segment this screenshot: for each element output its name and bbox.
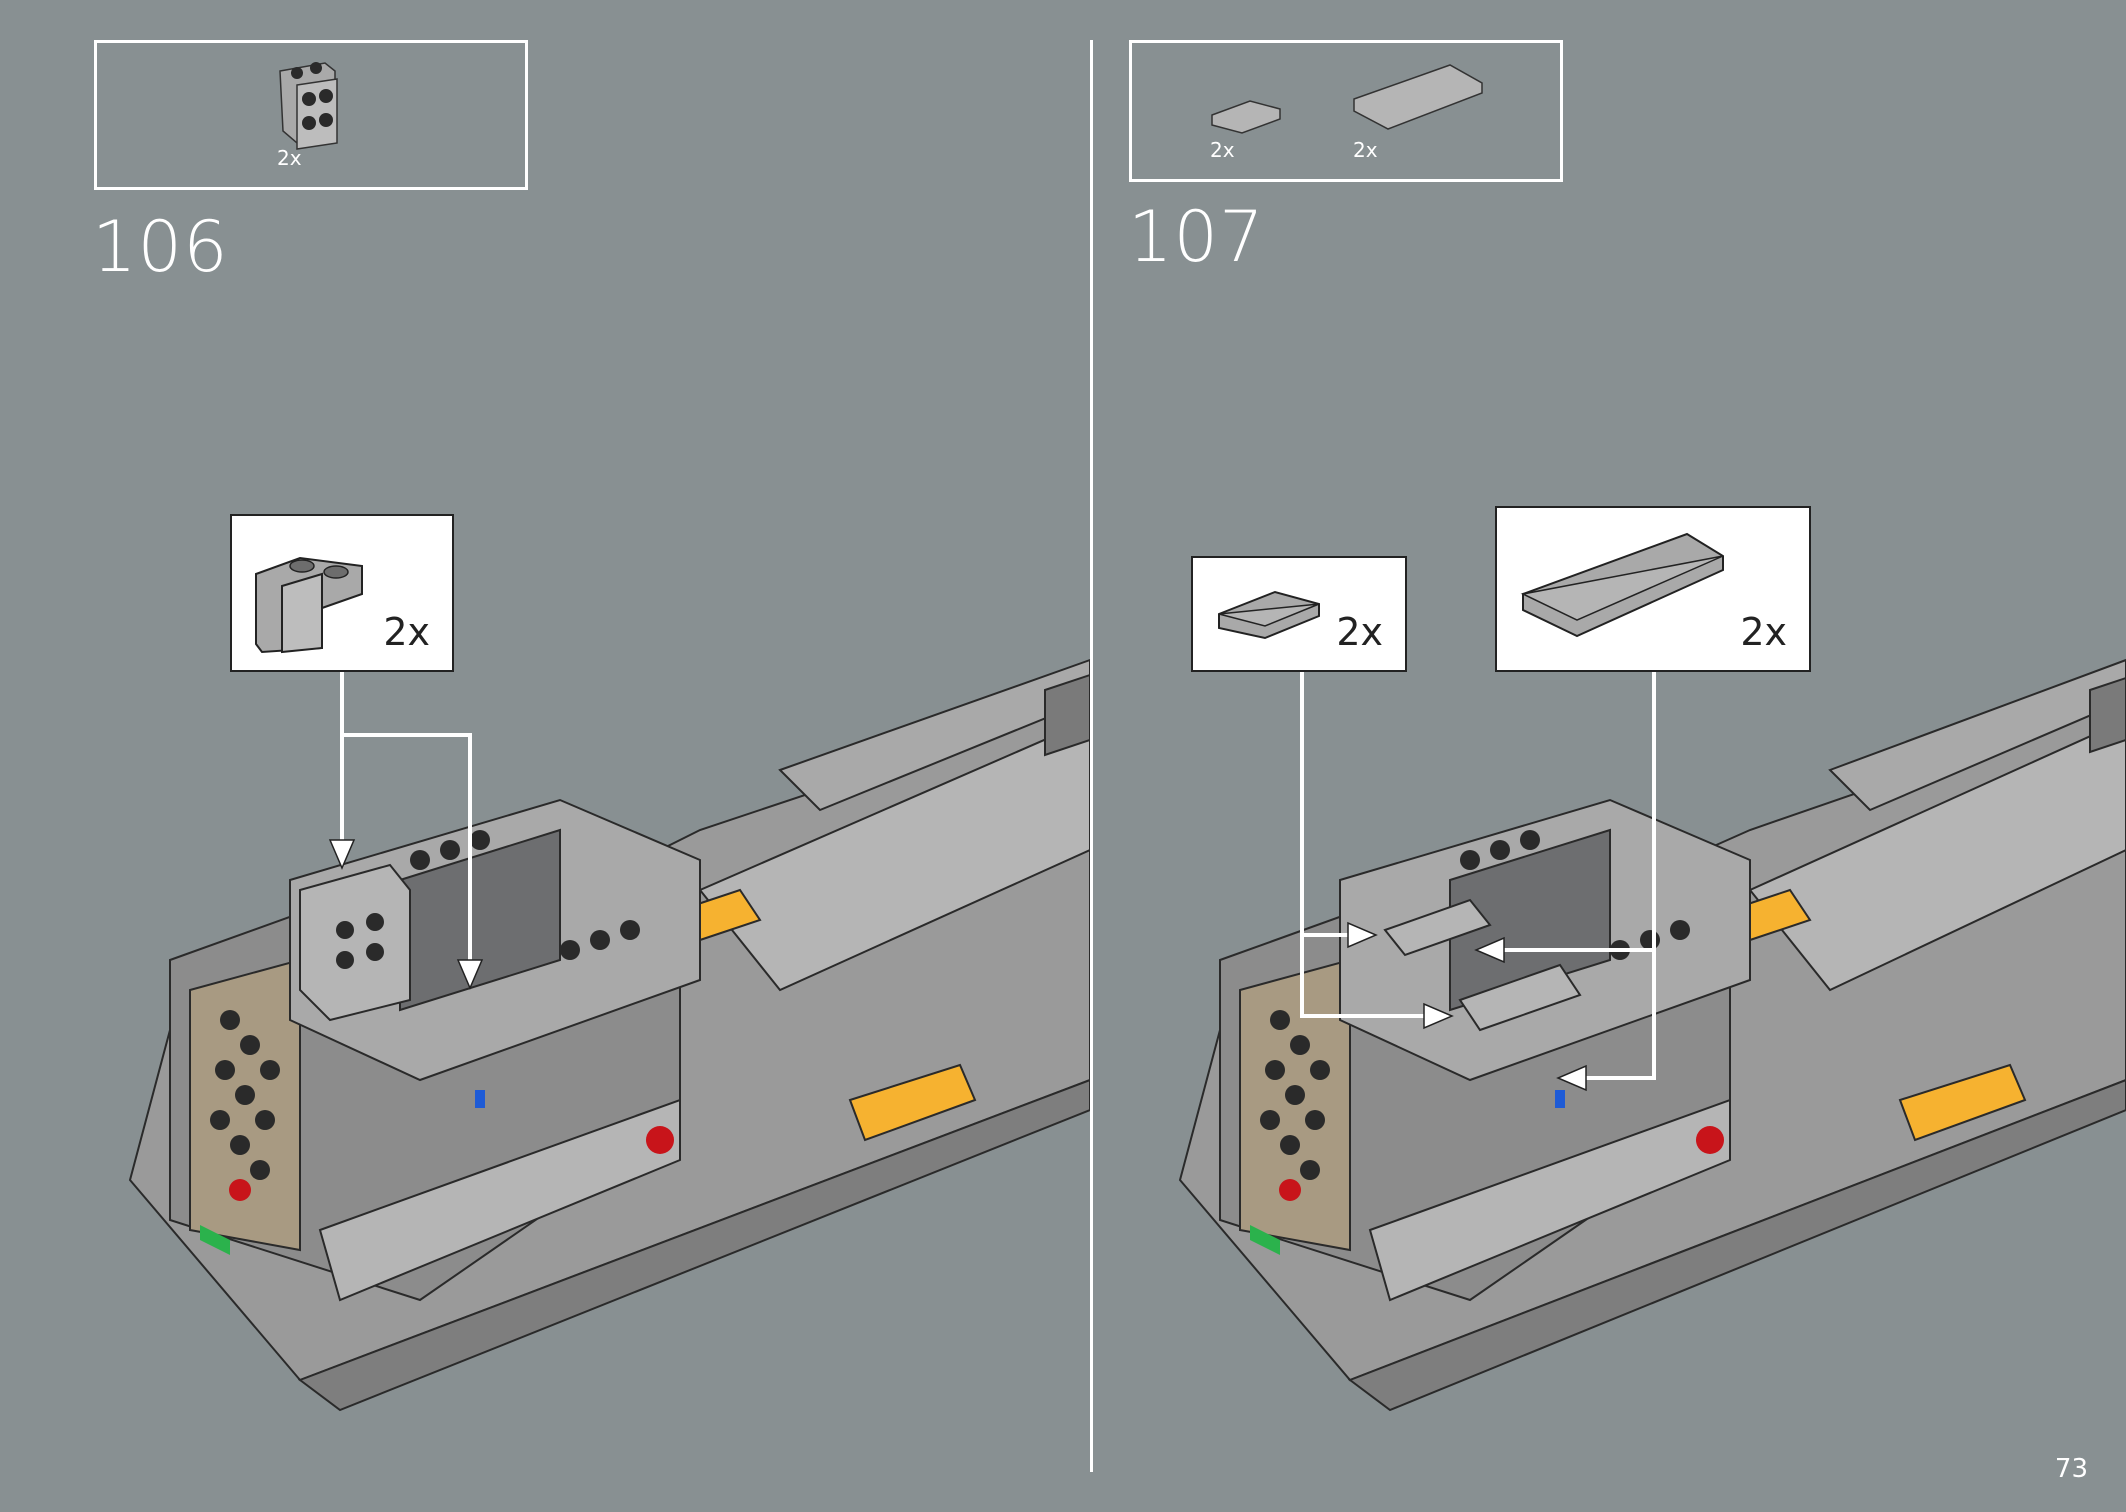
step-106-part-quantity: 2x: [277, 146, 302, 170]
tile-2x4-icon: [1520, 532, 1724, 638]
step-106-callout-quantity: 2x: [383, 610, 430, 654]
step-106-parts-list: [94, 40, 528, 190]
tile-1x2-icon: [1211, 100, 1281, 134]
page-number: 73: [2054, 1454, 2088, 1484]
step-107-part-quantity-2: 2x: [1353, 138, 1378, 162]
step-106-number: 106: [92, 206, 229, 288]
step-107-callout-large-quantity: 2x: [1740, 610, 1787, 654]
step-107-part-quantity-1: 2x: [1210, 138, 1235, 162]
step-106-model-illustration: [128, 658, 1090, 1412]
page-divider: [1090, 40, 1093, 1472]
step-106-callout: 2x: [230, 514, 454, 672]
step-107-callout-small-quantity: 2x: [1336, 610, 1383, 654]
step-107-callout-small: 2x: [1191, 556, 1407, 672]
step-107-callout-large: 2x: [1495, 506, 1811, 672]
tile-2x4-icon: [1353, 64, 1483, 130]
step-107-parts-list: [1129, 40, 1563, 182]
step-107-number: 107: [1128, 196, 1265, 278]
bracket-2x2-icon: [279, 62, 338, 150]
bracket-icon: [255, 556, 363, 654]
tile-1x2-icon: [1218, 590, 1320, 640]
